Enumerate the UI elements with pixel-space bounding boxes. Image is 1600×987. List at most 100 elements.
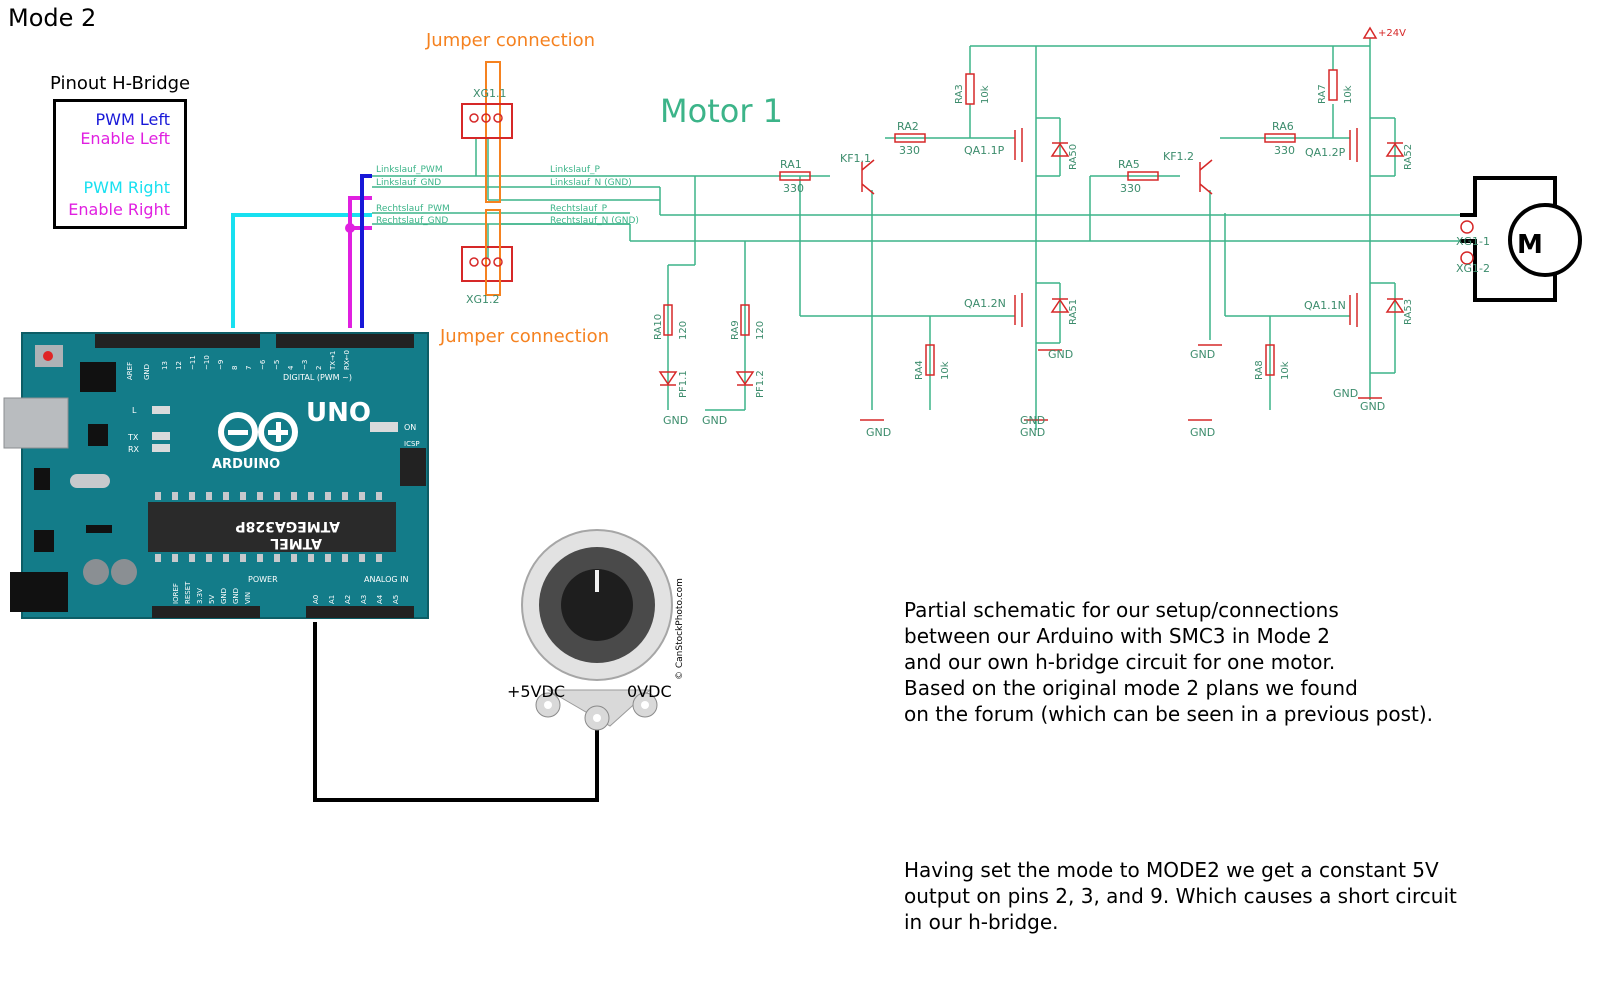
part-ra2-name: RA2 xyxy=(897,120,919,133)
diode-ra52: RA52 xyxy=(1403,144,1414,170)
description-paragraph-1: Partial schematic for our setup/connecti… xyxy=(904,598,1434,726)
digital-label: DIGITAL (PWM ~) xyxy=(283,373,352,382)
part-ra4-name: RA4 xyxy=(914,360,925,380)
part-ra9-value: 120 xyxy=(755,321,766,340)
power-label: POWER xyxy=(248,575,278,584)
gnd-label-kf11: GND xyxy=(866,426,891,439)
gnd-label-mid-1: GND xyxy=(1020,414,1045,427)
jumper-top-label: Jumper connection xyxy=(426,30,596,51)
power-pin-label-6: VIN xyxy=(244,592,252,604)
potentiometer: © CanStockPhoto.com xyxy=(521,529,685,731)
jumper-bottom-label: Jumper connection xyxy=(440,326,610,347)
schematic-svg: Linkslauf_PWM Linkslauf_GND Rechtslauf_P… xyxy=(3,26,1582,802)
wire-pot xyxy=(313,622,599,802)
analog-pin-label-1: A1 xyxy=(328,595,336,604)
supply-arrow xyxy=(1362,26,1378,39)
mode-title: Mode 2 xyxy=(8,4,97,32)
part-ra5-value: 330 xyxy=(1120,182,1141,195)
digital-pin-label-7: ~6 xyxy=(259,359,267,370)
motor-conn-2-label: XG1-2 xyxy=(1456,262,1490,275)
part-ra6-name: RA6 xyxy=(1272,120,1294,133)
legend-box: PWM Left Enable Left PWM Right Enable Ri… xyxy=(53,99,187,229)
components xyxy=(658,69,1405,386)
gnd-label-qa12n: GND xyxy=(1048,348,1073,361)
analog-pin-label-2: A2 xyxy=(344,595,352,604)
digital-pin-label-12: TX→1 xyxy=(329,351,337,371)
diode-ra53: RA53 xyxy=(1403,299,1414,325)
gnd-label-kf12: GND xyxy=(1190,348,1215,361)
power-pin-label-2: 3.3V xyxy=(196,588,204,604)
part-ra2-value: 330 xyxy=(899,144,920,157)
part-ra5-name: RA5 xyxy=(1118,158,1140,171)
arduino-uno-board: UNO ARDUINO ATMEGA328P ATMEL DIGITAL (PW… xyxy=(3,332,429,619)
chip-label-1: ATMEGA328P xyxy=(235,518,340,534)
net-label-4: Rechtslauf_GND xyxy=(376,216,448,226)
part-ra3-value: 10k xyxy=(980,85,991,104)
digital-pin-label-11: 2 xyxy=(315,366,323,370)
gnd-label-ra8: GND xyxy=(1190,426,1215,439)
wire-pwm-right xyxy=(231,213,372,328)
net-label-8: Rechtslauf_N (GND) xyxy=(550,216,639,226)
chip-label-2: ATMEL xyxy=(270,535,322,551)
analog-pin-label-0: A0 xyxy=(312,595,320,604)
part-ra1-name: RA1 xyxy=(780,158,802,171)
gnd-label-qa11n-1: GND xyxy=(1333,387,1358,400)
power-pin-label-3: 5V xyxy=(208,595,216,604)
analog-pin-label-3: A3 xyxy=(360,595,368,604)
part-ra1-value: 330 xyxy=(783,182,804,195)
part-ra8-name: RA8 xyxy=(1254,360,1265,380)
part-ra8-value: 10k xyxy=(1280,361,1291,380)
digital-pin-label-13: RX←0 xyxy=(343,350,351,370)
part-ra10-name: RA10 xyxy=(653,314,664,340)
motor-circle xyxy=(1508,203,1582,277)
power-pin-label-5: GND xyxy=(232,588,240,604)
legend-item-pwm-right: PWM Right xyxy=(83,178,171,197)
diagram-canvas: Linkslauf_PWM Linkslauf_GND Rechtslauf_P… xyxy=(3,4,1582,934)
supply-label: +24V xyxy=(1378,28,1406,39)
net-label-3: Rechtslauf_PWM xyxy=(376,204,450,214)
rx-label: RX xyxy=(128,445,140,454)
power-pin-label-1: RESET xyxy=(184,581,192,604)
mosfet-qa12n: QA1.2N xyxy=(964,297,1006,310)
gnd-pin-label: GND xyxy=(143,364,151,380)
description-paragraph-2: Having set the mode to MODE2 we get a co… xyxy=(904,858,1457,934)
analog-label: ANALOG IN xyxy=(364,575,409,584)
digital-pin-label-4: ~9 xyxy=(217,360,225,370)
jumper-top-wire xyxy=(485,61,501,203)
net-label-5: Linkslauf_P xyxy=(550,165,601,175)
arduino-brand-label: ARDUINO xyxy=(212,457,280,472)
led-pf12: PF1.2 xyxy=(755,370,766,398)
net-label-1: Linkslauf_PWM xyxy=(376,165,443,175)
net-label-2: Linkslauf_GND xyxy=(376,178,441,188)
connector-bottom-label: XG1.2 xyxy=(466,293,500,306)
power-pin-label-4: GND xyxy=(220,588,228,604)
tx-label: TX xyxy=(127,433,139,442)
motor-title: Motor 1 xyxy=(660,92,783,130)
gnd-symbols xyxy=(860,344,1382,421)
led-pf11: PF1.1 xyxy=(678,370,689,398)
transistor-kf11: KF1.1 xyxy=(840,152,871,165)
gnd-label-mid-2: GND xyxy=(1020,426,1045,439)
digital-pin-label-10: ~3 xyxy=(301,360,309,370)
pot-credit: © CanStockPhoto.com xyxy=(675,578,685,680)
l-label: L xyxy=(132,406,137,415)
analog-pin-label-4: A4 xyxy=(376,594,384,604)
diode-ra50: RA50 xyxy=(1068,144,1079,170)
motor-conn-1-label: XG1-1 xyxy=(1456,235,1490,248)
aref-label: AREF xyxy=(126,362,134,380)
transistor-kf12: KF1.2 xyxy=(1163,150,1194,163)
wire-junction xyxy=(345,223,355,233)
description: Partial schematic for our setup/connecti… xyxy=(904,545,1457,987)
digital-pin-label-8: ~5 xyxy=(273,360,281,370)
arduino-uno-label: UNO xyxy=(306,398,371,428)
jumper-bottom-wire xyxy=(485,209,501,296)
pot-right-label: 0VDC xyxy=(627,682,672,701)
diode-ra51: RA51 xyxy=(1068,299,1079,325)
connector-top-label: XG1.1 xyxy=(473,87,507,100)
legend-item-pwm-left: PWM Left xyxy=(95,110,170,129)
legend-item-enable-right: Enable Right xyxy=(68,200,170,219)
power-pin-label-0: IOREF xyxy=(172,583,180,604)
digital-pin-label-5: 8 xyxy=(231,366,239,370)
motor-symbol: M xyxy=(1517,230,1543,260)
part-ra4-value: 10k xyxy=(940,361,951,380)
